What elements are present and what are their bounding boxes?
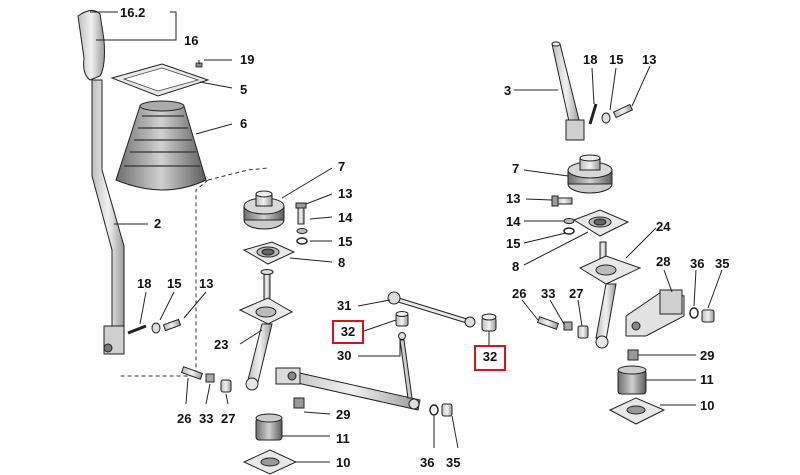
bushing-32-right <box>481 313 497 332</box>
washer-15-left-bottom <box>151 322 161 334</box>
nut-29-left <box>293 397 305 409</box>
callout-19: 19 <box>240 52 255 67</box>
bolt-13-left-top <box>295 202 307 225</box>
callout-14-left: 14 <box>338 210 353 225</box>
callout-2: 2 <box>154 216 162 231</box>
callout-31: 31 <box>337 298 352 313</box>
washer-15-left <box>296 237 308 245</box>
leader-lines <box>90 11 723 463</box>
callout-36-right: 36 <box>690 256 705 271</box>
callout-26-right: 26 <box>512 286 527 301</box>
callout-33-left: 33 <box>199 411 214 426</box>
callout-29-right: 29 <box>700 348 715 363</box>
base-plate-10-right <box>608 397 666 425</box>
dashed-assembly-outline <box>118 167 269 377</box>
callout-13-left-bottom: 13 <box>199 276 214 291</box>
callout-3: 3 <box>504 83 512 98</box>
boot-11-right <box>617 365 647 395</box>
callout-7-right: 7 <box>512 161 520 176</box>
bushing-7-right <box>567 154 613 194</box>
washer-14-left <box>296 228 308 234</box>
callout-11-left: 11 <box>336 431 350 446</box>
selector-lever-23 <box>238 269 294 391</box>
callout-36-left: 36 <box>420 455 435 470</box>
callout-27-right: 27 <box>569 286 584 301</box>
pin-18-right <box>588 103 598 125</box>
callout-15-left-top: 15 <box>338 234 353 249</box>
nut-29-right <box>627 349 639 361</box>
callout-23: 23 <box>214 337 229 352</box>
callout-7-left: 7 <box>338 159 346 174</box>
pin-18-left <box>127 324 147 335</box>
bushing-7-left <box>243 190 285 230</box>
boot-11-left <box>255 413 283 441</box>
bolt-13-left-bottom <box>162 318 182 332</box>
selector-lever-24 <box>578 241 642 349</box>
gear-lever-3 <box>551 41 585 141</box>
rubber-boot-6 <box>115 100 207 191</box>
callout-29-left: 29 <box>336 407 351 422</box>
washer-36-right <box>689 307 699 319</box>
callout-28: 28 <box>656 254 671 269</box>
callout-15-right-mid: 15 <box>506 236 521 251</box>
shift-shaft-30 <box>275 332 421 411</box>
callout-8-left: 8 <box>338 255 346 270</box>
callout-5: 5 <box>240 82 248 97</box>
nut-35-right <box>701 309 715 323</box>
nut-33-left <box>205 373 215 383</box>
plate-8-left <box>242 241 296 265</box>
callout-35-right: 35 <box>715 256 730 271</box>
bolt-13-right-top <box>612 103 634 119</box>
callout-30: 30 <box>337 348 352 363</box>
callout-10-right: 10 <box>700 398 715 413</box>
callout-13-left-top: 13 <box>338 186 353 201</box>
callout-15-right-top: 15 <box>609 52 624 67</box>
callout-13-right-mid: 13 <box>506 191 521 206</box>
callout-33-right: 33 <box>541 286 556 301</box>
screw-19 <box>195 60 203 68</box>
link-rod-31 <box>387 291 476 328</box>
callout-10-left: 10 <box>336 455 351 470</box>
gear-knob <box>77 10 105 81</box>
callout-27-left: 27 <box>221 411 236 426</box>
callout-15-left-bottom: 15 <box>167 276 182 291</box>
bushing-27-right <box>577 325 589 339</box>
callout-35-left: 35 <box>446 455 461 470</box>
bolt-13-right-mid <box>551 195 573 207</box>
callout-11-right: 11 <box>700 372 714 387</box>
callout-32-right-highlight: 32 <box>474 345 506 371</box>
bushing-27-left <box>220 379 232 393</box>
frame-plate-5 <box>110 63 210 97</box>
callout-6: 6 <box>240 116 248 131</box>
washer-15-right-top <box>601 112 611 124</box>
callout-16: 16 <box>184 33 199 48</box>
gear-lever-rod <box>91 79 125 355</box>
washer-15-right-mid <box>563 227 575 235</box>
washer-14-right <box>563 218 575 224</box>
nut-35-left <box>441 403 453 417</box>
bushing-32-left <box>395 311 409 327</box>
plate-8-right <box>572 209 630 237</box>
callout-18-right: 18 <box>583 52 598 67</box>
callout-13-right-top: 13 <box>642 52 657 67</box>
callout-14-right: 14 <box>506 214 521 229</box>
callout-18-left: 18 <box>137 276 152 291</box>
bracket-28 <box>625 289 685 337</box>
callout-16-2: 16.2 <box>120 5 146 20</box>
bolt-26-right <box>536 316 560 330</box>
callout-8-right: 8 <box>512 259 520 274</box>
base-plate-10-left <box>242 449 298 475</box>
nut-33-right <box>563 321 573 331</box>
bolt-26-left <box>180 366 204 380</box>
washer-36-left <box>429 404 439 416</box>
callout-24: 24 <box>656 219 671 234</box>
callout-26-left: 26 <box>177 411 192 426</box>
callout-32-left-highlight: 32 <box>332 320 364 344</box>
